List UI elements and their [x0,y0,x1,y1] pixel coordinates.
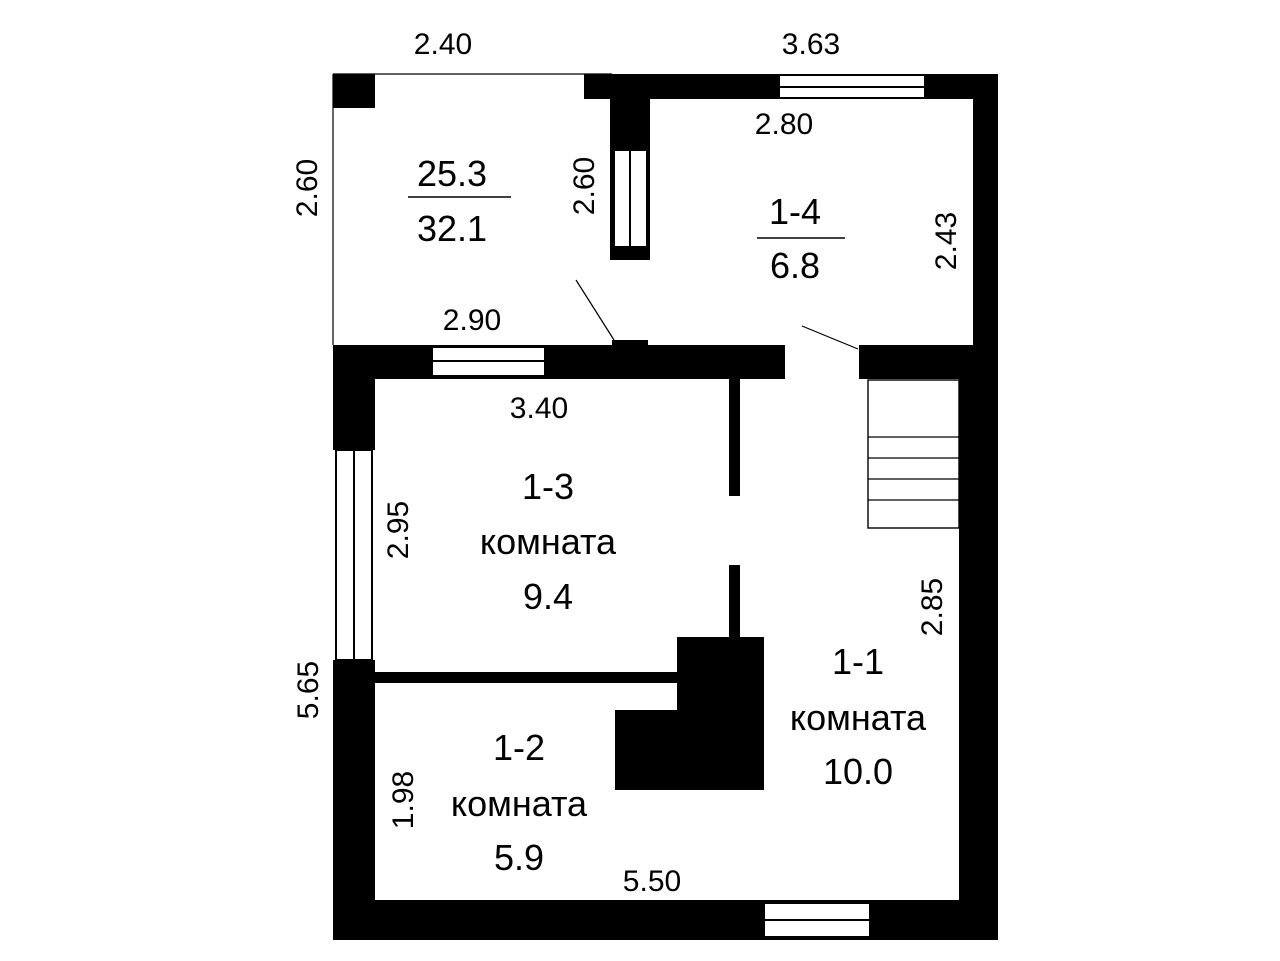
room-1-2-area: 5.9 [494,837,544,878]
terrace-outline [332,73,612,345]
dim-overall-left: 5.65 [292,661,325,719]
window-top-right [778,74,926,99]
dim-overall-bottom: 5.50 [623,865,681,898]
dim-room-1-4-top-outer: 3.63 [782,28,840,61]
room-1-1-area: 10.0 [823,751,893,792]
terrace-area-bottom: 32.1 [417,208,487,249]
window-room-1-3-top [431,346,546,377]
dim-terrace-inner-height: 2.60 [568,157,601,215]
windows [335,74,926,938]
terrace-area-top: 25.3 [417,153,487,194]
window-bottom [763,902,871,938]
room-1-2-number: 1-2 [493,727,545,768]
dim-room-1-3-top: 3.40 [510,392,568,425]
room-1-2-name: комната [451,783,588,824]
room-1-1-name: комната [790,697,927,738]
room-1-1-number: 1-1 [832,641,884,682]
dim-room-1-2-left: 1.98 [387,771,420,829]
interior-walls [333,74,998,683]
room-1-4-area: 6.8 [770,245,820,286]
room-1-3-area: 9.4 [523,576,573,617]
dim-room-1-4-top-inner: 2.80 [755,108,813,141]
dim-room-1-3-left: 2.95 [382,501,415,559]
dim-terrace-bottom: 2.90 [443,304,501,337]
stove [615,637,764,790]
dim-terrace-height: 2.60 [291,159,324,217]
door-lines [575,279,859,350]
room-1-3-name: комната [480,521,617,562]
room-1-3-number: 1-3 [522,466,574,507]
room-1-4-number: 1-4 [769,191,821,232]
staircase [867,379,960,529]
dim-terrace-width: 2.40 [414,28,472,61]
dim-room-1-4-right: 2.43 [930,212,963,270]
dim-room-1-1-right: 2.85 [916,578,949,636]
window-interior-wall [613,149,648,248]
outer-walls [333,74,998,940]
window-room-1-3-left [335,449,373,661]
